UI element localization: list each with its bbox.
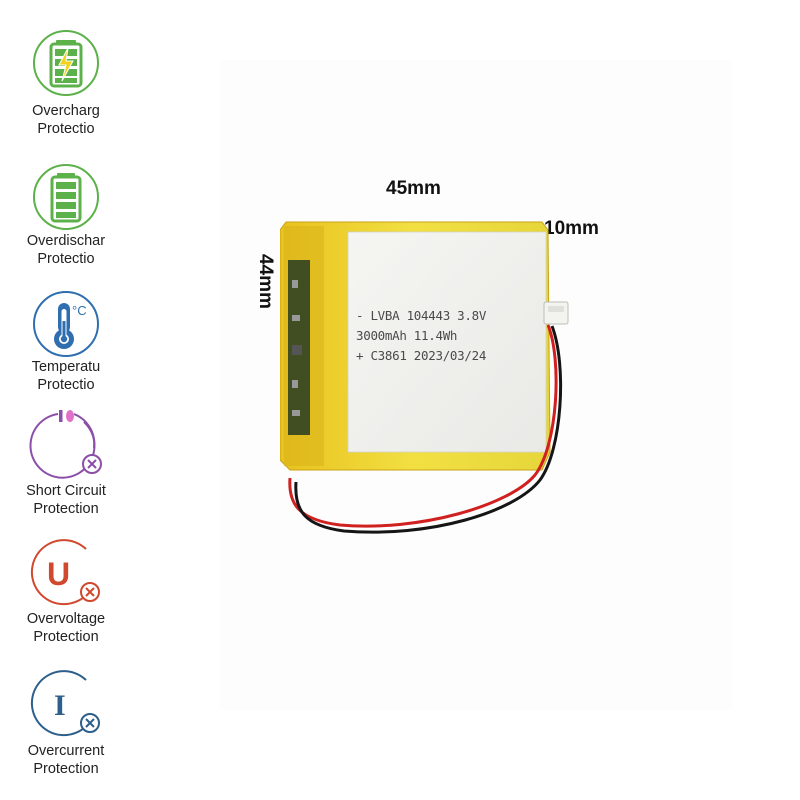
cell-label-line2: 3000mAh 11.4Wh	[356, 328, 458, 343]
voltage-symbol: U	[47, 556, 70, 592]
feature-label-line2: Protectio	[37, 377, 95, 393]
feature-label-line1: Overvoltage	[26, 611, 106, 627]
temperature-unit: °C	[72, 303, 87, 318]
feature-short-circuit: Short Circuit Protection	[0, 408, 132, 518]
feature-label-line1: Overcharg	[32, 103, 100, 119]
short-circuit-icon	[29, 410, 102, 479]
dimension-width: 45mm	[386, 178, 441, 199]
feature-overdischarge: Overdischar Protectio	[0, 162, 132, 268]
overvoltage-u-icon: U	[30, 539, 100, 606]
feature-label-line1: Overdischar	[26, 233, 106, 249]
cell-label-line1: - LVBA 104443 3.8V	[356, 308, 487, 323]
dimension-thickness: 10mm	[544, 218, 599, 239]
battery-full-icon	[33, 164, 99, 230]
battery-charging-icon	[33, 30, 99, 96]
thermometer-icon: °C	[33, 291, 99, 357]
feature-label-line2: Protectio	[37, 121, 95, 137]
cell-label-line3: + C3861 2023/03/24	[356, 348, 487, 363]
feature-label-line1: Temperatu	[31, 359, 101, 375]
feature-label-line2: Protection	[33, 501, 99, 517]
feature-label-line1: Short Circuit	[26, 483, 106, 499]
cell-label-text: - LVBA 104443 3.8V 3000mAh 11.4Wh + C386…	[356, 306, 486, 366]
feature-label-line2: Protection	[33, 629, 99, 645]
dimension-height: 44mm	[255, 254, 276, 309]
feature-label-line2: Protection	[33, 761, 99, 777]
feature-label-line2: Protectio	[37, 251, 95, 267]
feature-temperature: °C Temperatu Protectio	[0, 289, 132, 394]
overcurrent-i-icon: I	[30, 670, 100, 737]
feature-label-line1: Overcurrent	[27, 743, 105, 759]
feature-overcharge: Overcharg Protectio	[0, 28, 132, 138]
lipo-battery-image	[280, 221, 569, 534]
current-symbol: I	[54, 689, 66, 722]
jst-connector	[543, 301, 569, 325]
feature-overcurrent: I Overcurrent Protection	[0, 668, 132, 778]
feature-overvoltage: U Overvoltage Protection	[0, 537, 132, 646]
